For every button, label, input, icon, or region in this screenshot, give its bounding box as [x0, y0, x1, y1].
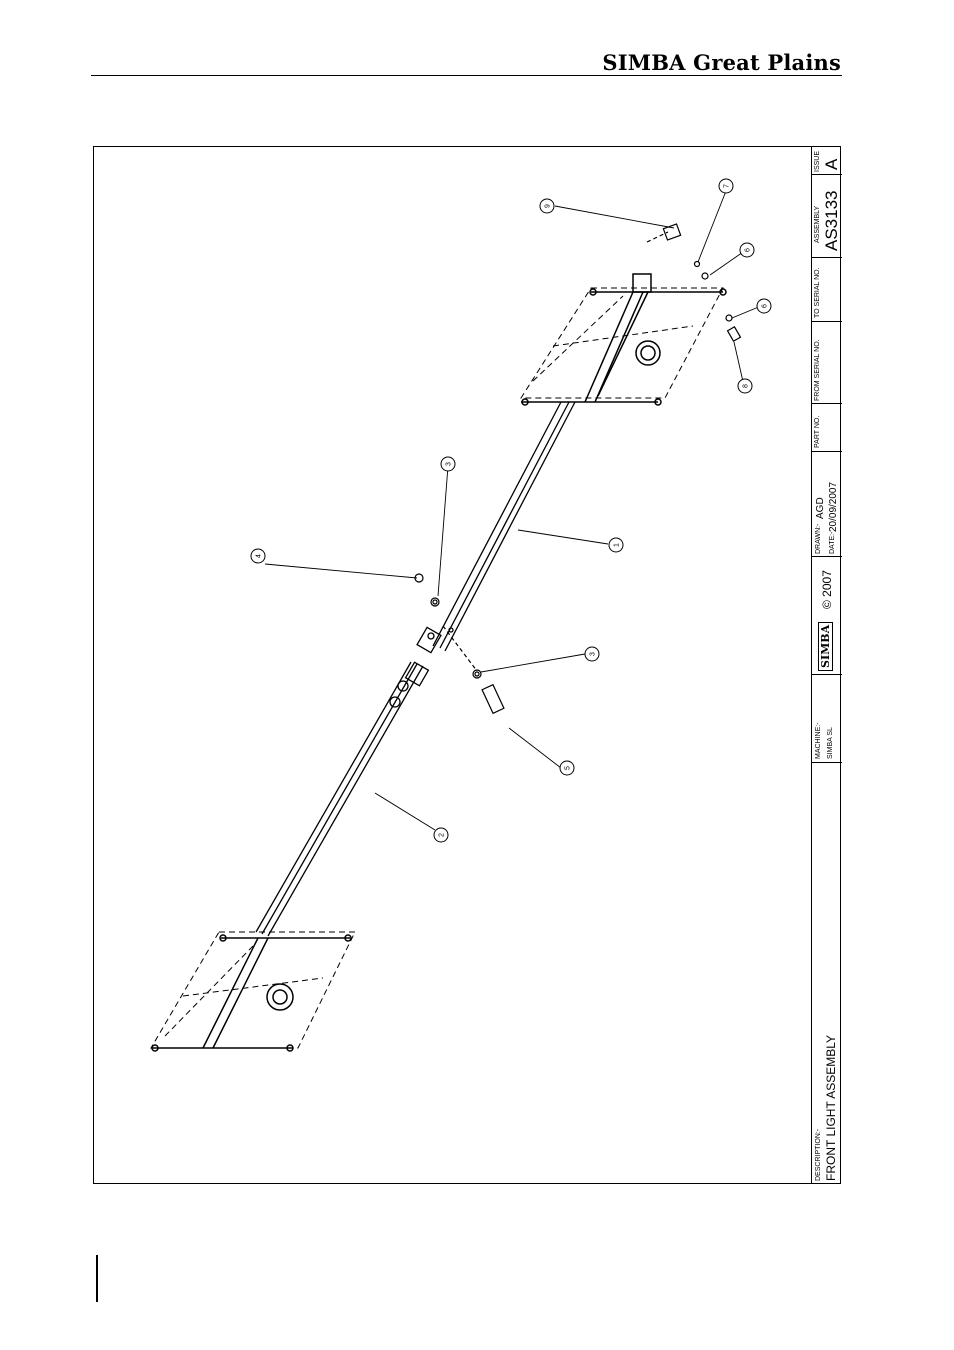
svg-text:4: 4	[256, 554, 263, 558]
drawn-date-cell: DRAWN:- AGD DATE:- 20/09/2007	[812, 452, 842, 557]
issue-cell: ISSUE A	[812, 146, 842, 175]
machine-cell: MACHINE:- SIMBA SL	[812, 675, 842, 763]
svg-text:2: 2	[439, 833, 446, 837]
svg-text:8: 8	[743, 384, 750, 388]
svg-text:6: 6	[745, 248, 752, 252]
callout-9: 9	[540, 199, 554, 213]
issue-label: ISSUE	[814, 151, 821, 172]
svg-text:3: 3	[446, 462, 453, 466]
assembly-cell: ASSEMBLY AS3133	[812, 175, 842, 258]
header-divider	[91, 75, 842, 76]
from-serial-cell: FROM SERIAL NO.	[812, 322, 842, 404]
assembly-label: ASSEMBLY	[814, 206, 821, 243]
extension-tube	[256, 662, 428, 936]
simba-logo: SIMBA	[818, 622, 833, 671]
callout-8: 8	[738, 379, 752, 393]
page-margin-bar	[96, 1255, 98, 1302]
right-mount-plate	[521, 288, 723, 398]
leader-lines	[265, 191, 761, 830]
right-plate-frame	[521, 274, 726, 405]
callout-2: 2	[434, 828, 448, 842]
logo-cell: SIMBA © 2007	[812, 557, 842, 675]
callout-6b: 6	[757, 299, 771, 313]
callout-3b: 3	[585, 647, 599, 661]
date-label: DATE:-	[829, 532, 836, 554]
to-serial-cell: TO SERIAL NO.	[812, 258, 842, 322]
drawn-value: AGD	[815, 497, 826, 519]
callout-4: 4	[251, 549, 265, 563]
part-no-cell: PART NO.	[812, 404, 842, 452]
left-plate-frame	[152, 935, 351, 1051]
svg-text:1: 1	[614, 543, 621, 547]
callout-6a: 6	[740, 243, 754, 257]
part-no-label: PART NO.	[814, 416, 821, 448]
assembly-drawing: 1 2 3 3 4 5 6 6 7 8 9	[93, 146, 811, 1184]
svg-text:7: 7	[724, 184, 731, 188]
svg-text:3: 3	[590, 652, 597, 656]
description-label: DESCRIPTION:-	[815, 1129, 822, 1181]
callout-7: 7	[719, 179, 733, 193]
drawn-label: DRAWN:-	[815, 524, 822, 554]
to-serial-label: TO SERIAL NO.	[814, 267, 821, 318]
machine-label: MACHINE:-	[815, 722, 822, 759]
brand-title: SIMBA Great Plains	[602, 50, 841, 75]
svg-text:5: 5	[565, 766, 572, 770]
description-cell: DESCRIPTION:- FRONT LIGHT ASSEMBLY	[812, 763, 842, 1184]
issue-value: A	[822, 159, 842, 170]
callout-1: 1	[609, 538, 623, 552]
small-parts	[415, 224, 740, 713]
svg-text:9: 9	[545, 204, 552, 208]
assembly-value: AS3133	[822, 191, 842, 252]
description-value: FRONT LIGHT ASSEMBLY	[824, 1035, 838, 1181]
callout-5: 5	[560, 761, 574, 775]
copyright: © 2007	[820, 570, 834, 609]
svg-text:6: 6	[762, 304, 769, 308]
callout-balloons: 1 2 3 3 4 5 6 6 7 8 9	[251, 179, 771, 842]
title-block: ISSUE A ASSEMBLY AS3133 TO SERIAL NO. FR…	[811, 146, 841, 1184]
machine-value: SIMBA SL	[827, 727, 834, 759]
from-serial-label: FROM SERIAL NO.	[814, 339, 821, 401]
callout-3a: 3	[441, 457, 455, 471]
date-value: 20/09/2007	[828, 482, 839, 532]
main-tube	[417, 402, 575, 653]
